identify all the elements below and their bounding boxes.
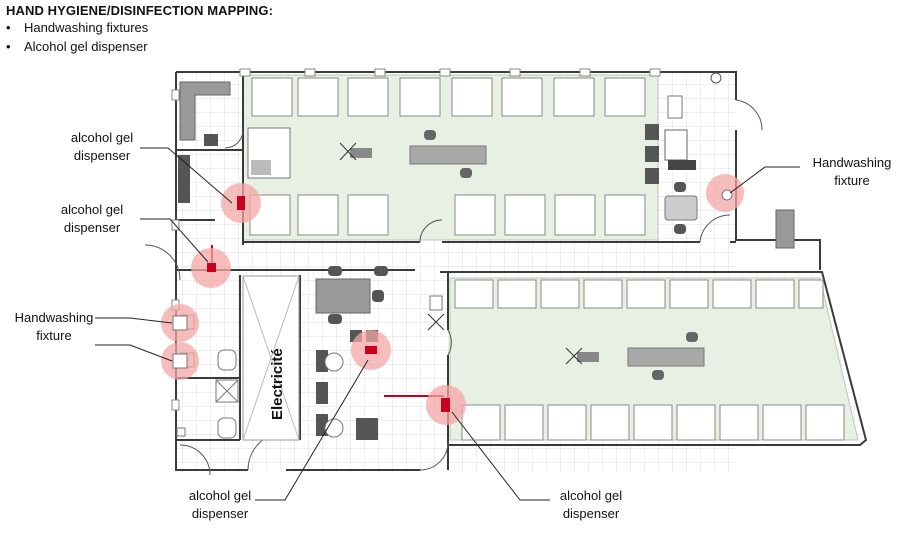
- sink-icon: [172, 315, 188, 331]
- gel-dispenser-icon: [365, 346, 377, 354]
- callout-gel-bottom-center: alcohol gel dispenser: [188, 488, 252, 521]
- bed-bays-bottom-south: [461, 404, 845, 441]
- bed-bays-top-north: [251, 77, 646, 117]
- hygiene-markers: [161, 174, 744, 425]
- page-title: HAND HYGIENE/DISINFECTION MAPPING:: [6, 3, 274, 18]
- callout-gel-bottom-right: alcohol gel dispenser: [559, 488, 623, 521]
- callout-handwash-right: Handwashing fixture: [812, 155, 892, 188]
- bed-bays-bottom-north: [454, 279, 824, 309]
- furniture-bottom-room: [565, 332, 705, 380]
- callout-gel-top-left: alcohol gel dispenser: [70, 130, 134, 163]
- furniture-top-room: [247, 72, 795, 249]
- bullet-icon: •: [6, 39, 11, 54]
- callout-gel-mid-left: alcohol gel dispenser: [60, 202, 124, 235]
- legend-item-handwashing: • Handwashing fixtures: [6, 19, 273, 37]
- legend-label: Handwashing fixtures: [24, 20, 149, 35]
- legend-label: Alcohol gel dispenser: [24, 39, 148, 54]
- sink-icon: [721, 189, 733, 201]
- center-area: [242, 266, 445, 441]
- gel-dispenser-icon: [207, 263, 216, 272]
- room-label-electricite: Electricité: [269, 348, 286, 420]
- gel-dispenser-icon: [441, 398, 450, 412]
- gel-dispenser-icon: [237, 196, 245, 210]
- header: HAND HYGIENE/DISINFECTION MAPPING: • Hand…: [6, 3, 273, 56]
- legend-item-gel: • Alcohol gel dispenser: [6, 38, 273, 56]
- bed-bays-top-south: [249, 194, 646, 236]
- leader-lines: [95, 147, 800, 501]
- bullet-icon: •: [6, 20, 11, 35]
- sink-icon: [172, 353, 188, 369]
- callout-handwash-left: Handwashing fixture: [14, 310, 94, 343]
- walls: [175, 71, 868, 471]
